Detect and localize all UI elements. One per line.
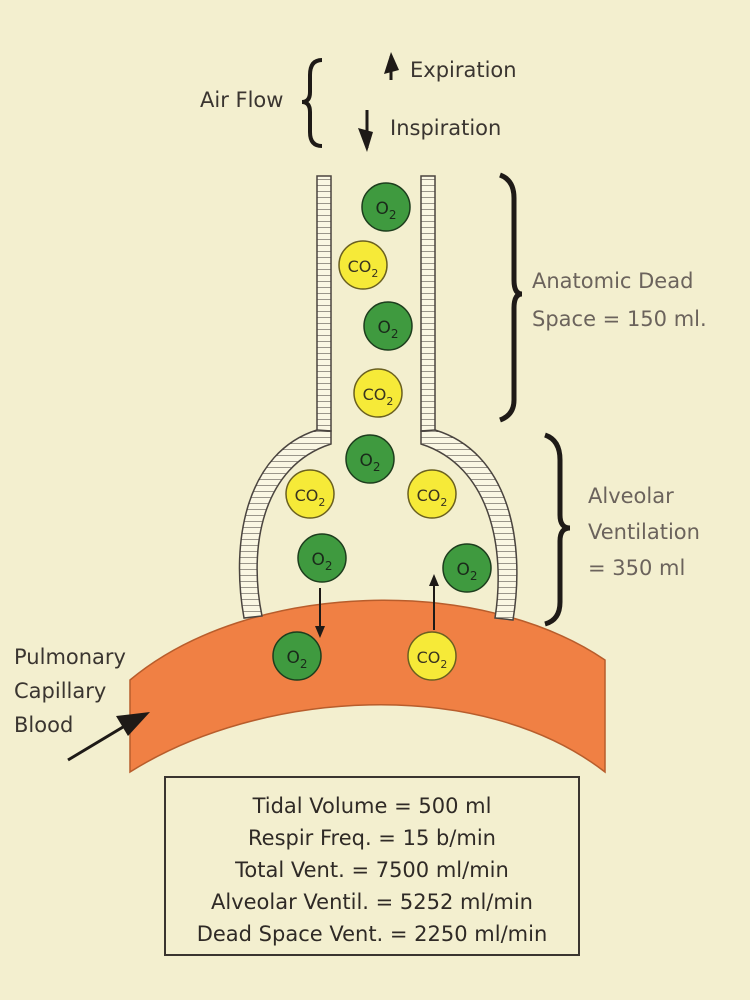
inspiration-arrow — [358, 110, 373, 152]
o2-molecule: O2 — [442, 543, 492, 593]
inspiration-label: Inspiration — [390, 116, 502, 140]
co2-molecule: CO2 — [407, 469, 457, 519]
co2-molecule: CO2 — [338, 240, 388, 290]
blood-line-1: Pulmonary — [14, 645, 126, 669]
co2-diffusion-arrow — [429, 574, 439, 630]
svg-text:CO2: CO2 — [417, 486, 448, 509]
o2-molecule: O2 — [363, 301, 413, 351]
o2-diffusion-arrow — [315, 588, 325, 638]
o2-molecule: O2 — [297, 533, 347, 583]
svg-text:O2: O2 — [311, 550, 332, 573]
total-vent-text: Total Vent. = 7500 ml/min — [235, 858, 509, 882]
blood-line-3: Blood — [14, 713, 74, 737]
anatomic-dead-space-label: Anatomic Dead Space = 150 ml. — [532, 262, 707, 338]
svg-text:O2: O2 — [456, 560, 477, 583]
blood-line-2: Capillary — [14, 679, 107, 703]
dead-space-line-1: Anatomic Dead — [532, 269, 694, 293]
expiration-label: Expiration — [410, 58, 517, 82]
co2-molecule: CO2 — [353, 368, 403, 418]
o2-molecule: O2 — [361, 182, 411, 232]
svg-text:CO2: CO2 — [295, 486, 326, 509]
ventilation-summary-box: Tidal Volume = 500 ml Respir Freq. = 15 … — [164, 776, 580, 956]
co2-molecule: CO2 — [285, 469, 335, 519]
air-flow-label: Air Flow — [200, 88, 284, 112]
svg-text:O2: O2 — [377, 318, 398, 341]
svg-text:CO2: CO2 — [363, 385, 394, 408]
tidal-volume-text: Tidal Volume = 500 ml — [252, 794, 492, 818]
alveolar-ventilation-label: Alveolar Ventilation = 350 ml — [588, 478, 700, 586]
alveolar-line-2: Ventilation — [588, 520, 700, 544]
svg-text:O2: O2 — [375, 199, 396, 222]
svg-text:O2: O2 — [359, 451, 380, 474]
airway-walls — [238, 175, 518, 621]
dead-space-line-2: Space = 150 ml. — [532, 307, 707, 331]
svg-text:CO2: CO2 — [348, 257, 379, 280]
dead-space-vent-text: Dead Space Vent. = 2250 ml/min — [196, 922, 548, 946]
svg-text:O2: O2 — [286, 648, 307, 671]
svg-text:CO2: CO2 — [417, 648, 448, 671]
blood-flow-arrow — [67, 712, 150, 762]
dead-space-brace — [499, 172, 523, 423]
expiration-arrow — [384, 52, 399, 80]
alveolar-line-3: = 350 ml — [588, 556, 686, 580]
pulmonary-blood-label: Pulmonary Capillary Blood — [14, 640, 126, 742]
alveolar-line-1: Alveolar — [588, 484, 674, 508]
o2-molecule: O2 — [345, 434, 395, 484]
o2-molecule-blood: O2 — [272, 631, 322, 681]
capillary-vessel — [129, 599, 606, 774]
airflow-brace — [301, 58, 323, 148]
co2-molecule-blood: CO2 — [407, 631, 457, 681]
respir-freq-text: Respir Freq. = 15 b/min — [248, 826, 496, 850]
alveolar-ventil-text: Alveolar Ventil. = 5252 ml/min — [211, 890, 533, 914]
alveolar-ventilation-brace — [544, 432, 571, 627]
